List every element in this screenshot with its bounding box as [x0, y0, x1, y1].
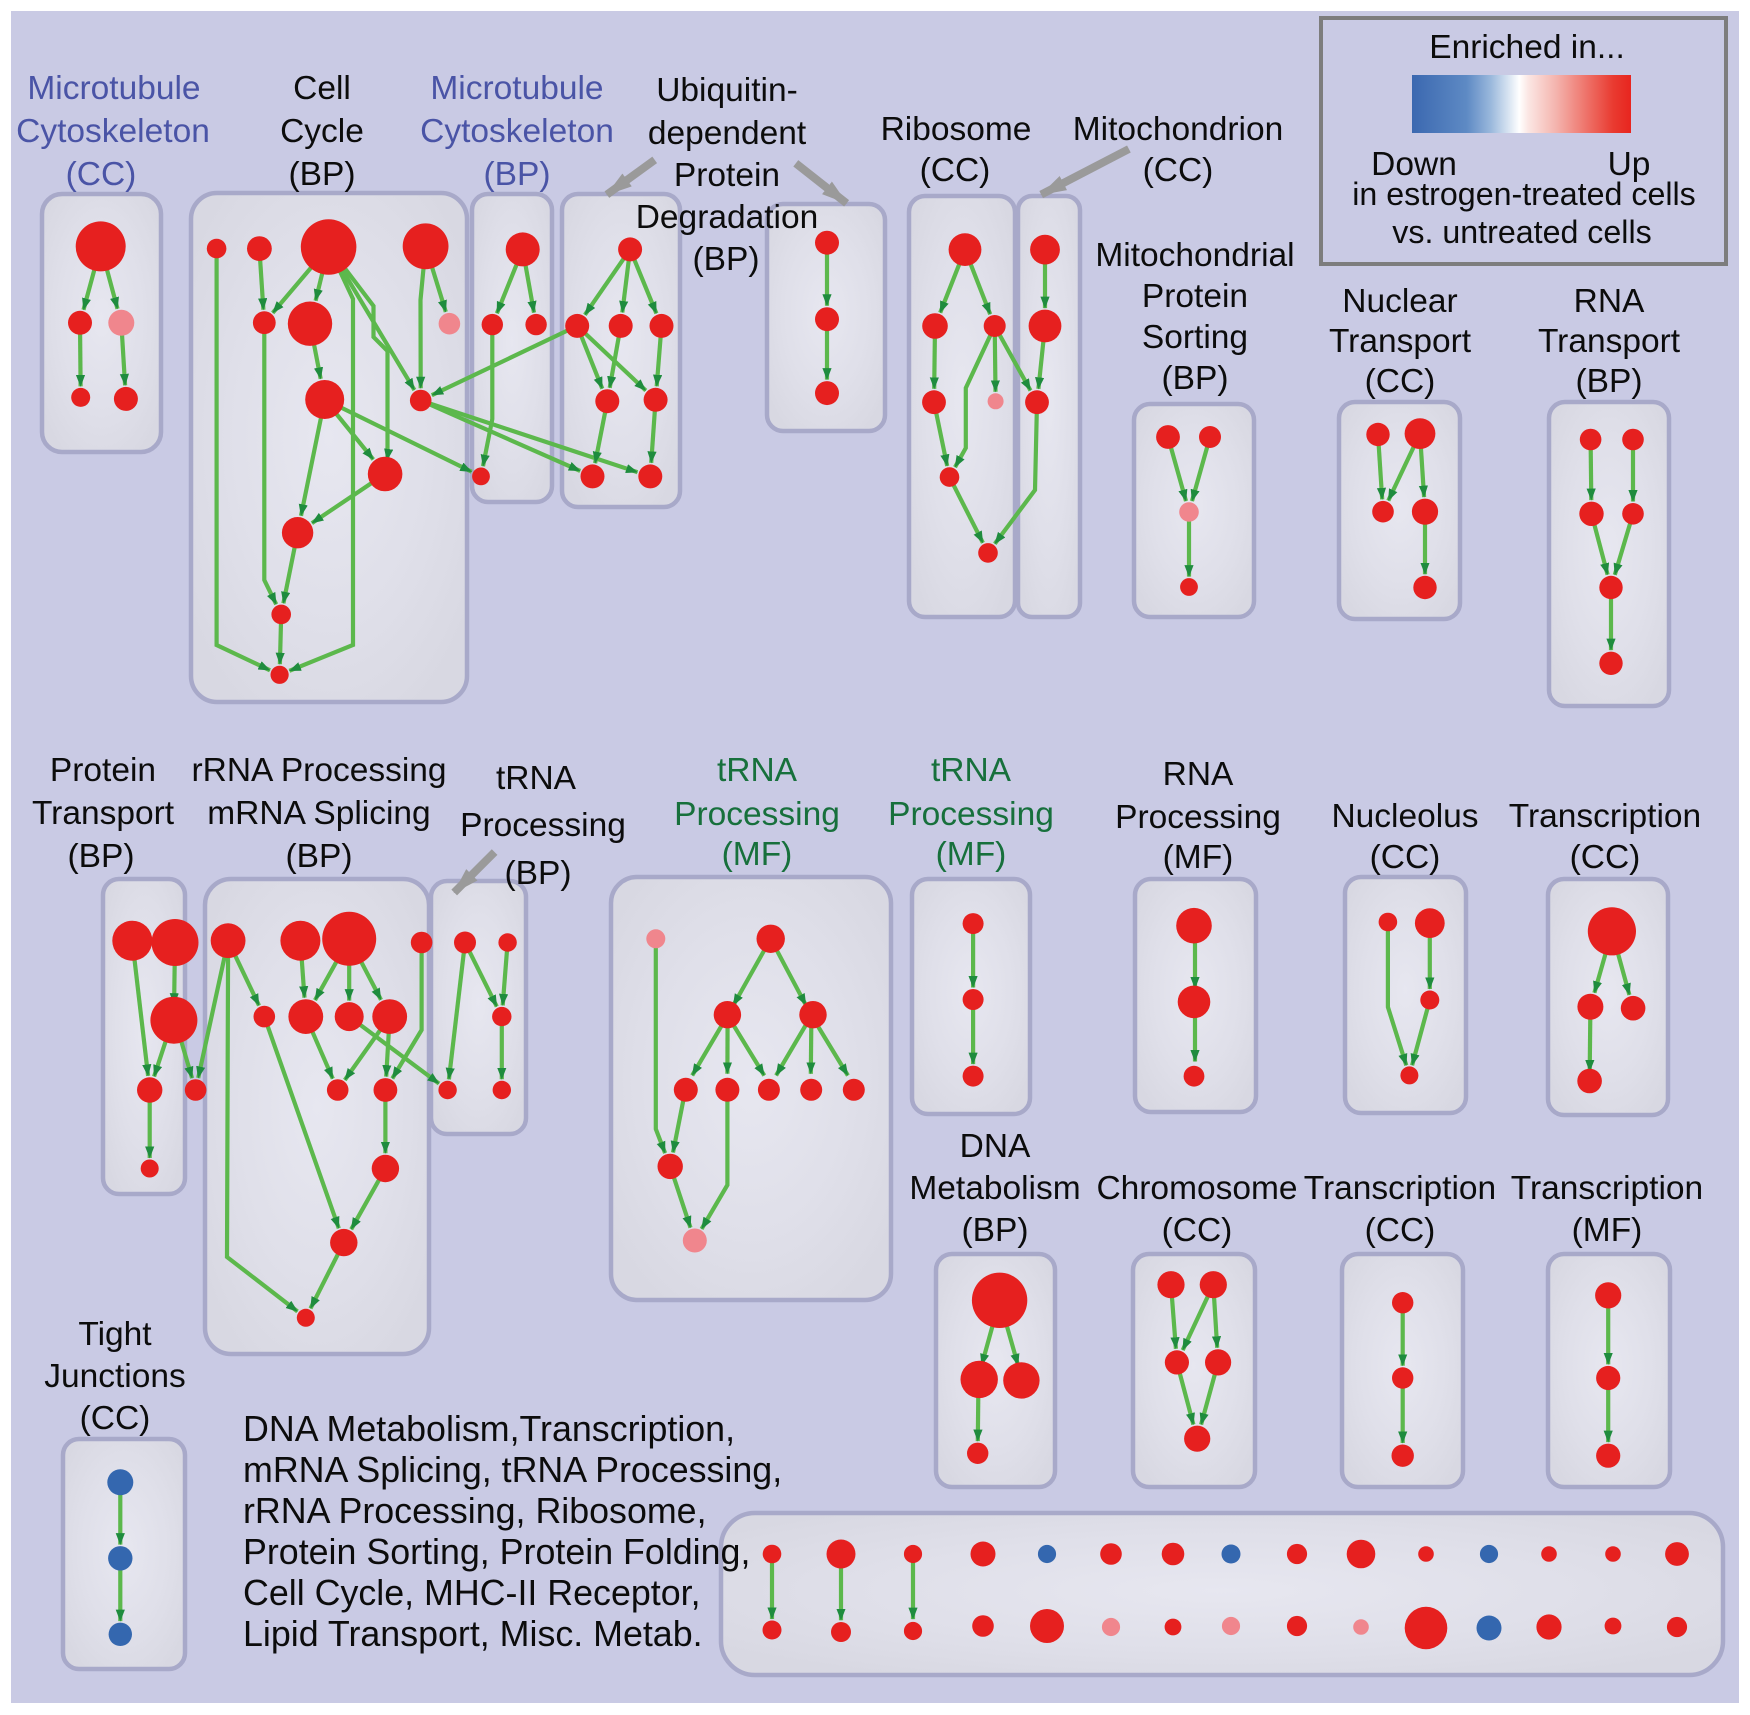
svg-text:DNA Metabolism,Transcription,: DNA Metabolism,Transcription,: [243, 1409, 735, 1449]
svg-text:Mitochondrion: Mitochondrion: [1073, 111, 1283, 148]
svg-text:Sorting: Sorting: [1142, 319, 1248, 356]
svg-text:(BP): (BP): [505, 855, 572, 892]
svg-text:Protein: Protein: [674, 157, 780, 194]
svg-text:Protein Sorting, Protein Foldi: Protein Sorting, Protein Folding,: [243, 1532, 750, 1572]
svg-text:Transport: Transport: [1329, 323, 1472, 360]
svg-text:(BP): (BP): [286, 838, 353, 875]
svg-text:(CC): (CC): [1365, 1212, 1436, 1249]
svg-text:in estrogen-treated cells: in estrogen-treated cells: [1352, 176, 1696, 212]
svg-text:RNA: RNA: [1574, 283, 1645, 320]
svg-text:(MF): (MF): [1163, 839, 1234, 876]
svg-text:DNA: DNA: [960, 1128, 1031, 1165]
svg-text:(MF): (MF): [1572, 1212, 1643, 1249]
svg-text:Processing: Processing: [888, 796, 1054, 833]
svg-text:Cell: Cell: [293, 70, 351, 107]
svg-text:Microtubule: Microtubule: [430, 70, 603, 107]
svg-text:Processing: Processing: [1115, 799, 1281, 836]
svg-text:(CC): (CC): [1370, 839, 1441, 876]
svg-text:Cell Cycle, MHC-II Receptor,: Cell Cycle, MHC-II Receptor,: [243, 1573, 701, 1613]
svg-text:Microtubule: Microtubule: [27, 70, 200, 107]
svg-text:(BP): (BP): [962, 1212, 1029, 1249]
svg-text:(BP): (BP): [693, 241, 760, 278]
svg-text:(BP): (BP): [68, 838, 135, 875]
svg-text:Enriched in...: Enriched in...: [1429, 29, 1625, 66]
svg-text:Transport: Transport: [32, 795, 175, 832]
svg-text:Transcription: Transcription: [1511, 1170, 1703, 1207]
svg-text:(MF): (MF): [722, 836, 793, 873]
svg-text:tRNA: tRNA: [496, 760, 577, 797]
svg-text:(MF): (MF): [936, 836, 1007, 873]
svg-text:(CC): (CC): [1570, 839, 1641, 876]
svg-text:Ubiquitin-: Ubiquitin-: [656, 72, 798, 109]
svg-text:Protein: Protein: [50, 752, 156, 789]
svg-text:Transport: Transport: [1538, 323, 1681, 360]
svg-text:Metabolism: Metabolism: [909, 1170, 1080, 1207]
svg-text:Junctions: Junctions: [44, 1358, 186, 1395]
svg-text:Processing: Processing: [674, 796, 840, 833]
svg-text:dependent: dependent: [648, 115, 807, 152]
svg-text:mRNA Splicing: mRNA Splicing: [207, 795, 430, 832]
svg-text:Cycle: Cycle: [280, 113, 364, 150]
svg-text:Mitochondrial: Mitochondrial: [1095, 237, 1294, 274]
svg-text:(BP): (BP): [289, 156, 356, 193]
svg-text:RNA: RNA: [1163, 756, 1234, 793]
svg-text:(CC): (CC): [80, 1400, 151, 1437]
svg-text:(CC): (CC): [66, 156, 137, 193]
svg-text:vs. untreated cells: vs. untreated cells: [1392, 214, 1651, 250]
svg-text:Protein: Protein: [1142, 278, 1248, 315]
svg-text:Transcription: Transcription: [1509, 798, 1701, 835]
svg-text:(BP): (BP): [1576, 363, 1643, 400]
svg-text:(CC): (CC): [1143, 152, 1214, 189]
svg-text:(BP): (BP): [484, 156, 551, 193]
svg-text:rRNA Processing, Ribosome,: rRNA Processing, Ribosome,: [243, 1491, 707, 1531]
svg-text:Transcription: Transcription: [1304, 1170, 1496, 1207]
svg-text:Cytoskeleton: Cytoskeleton: [420, 113, 614, 150]
svg-text:Chromosome: Chromosome: [1096, 1170, 1297, 1207]
svg-text:Lipid Transport, Misc. Metab.: Lipid Transport, Misc. Metab.: [243, 1614, 703, 1654]
svg-text:tRNA: tRNA: [717, 752, 798, 789]
svg-text:rRNA Processing: rRNA Processing: [191, 752, 446, 789]
svg-text:mRNA Splicing, tRNA Processing: mRNA Splicing, tRNA Processing,: [243, 1450, 782, 1490]
svg-text:Up: Up: [1608, 146, 1651, 183]
svg-text:Processing: Processing: [460, 807, 626, 844]
svg-text:(BP): (BP): [1162, 360, 1229, 397]
svg-text:Tight: Tight: [78, 1316, 152, 1353]
svg-text:tRNA: tRNA: [931, 752, 1012, 789]
svg-text:Nuclear: Nuclear: [1342, 283, 1457, 320]
svg-text:Nucleolus: Nucleolus: [1331, 798, 1478, 835]
svg-text:Ribosome: Ribosome: [881, 111, 1032, 148]
svg-text:Cytoskeleton: Cytoskeleton: [16, 113, 210, 150]
svg-text:(CC): (CC): [1162, 1212, 1233, 1249]
svg-text:Degradation: Degradation: [636, 199, 819, 236]
svg-text:(CC): (CC): [920, 152, 991, 189]
svg-text:Down: Down: [1371, 146, 1457, 183]
svg-text:(CC): (CC): [1365, 363, 1436, 400]
